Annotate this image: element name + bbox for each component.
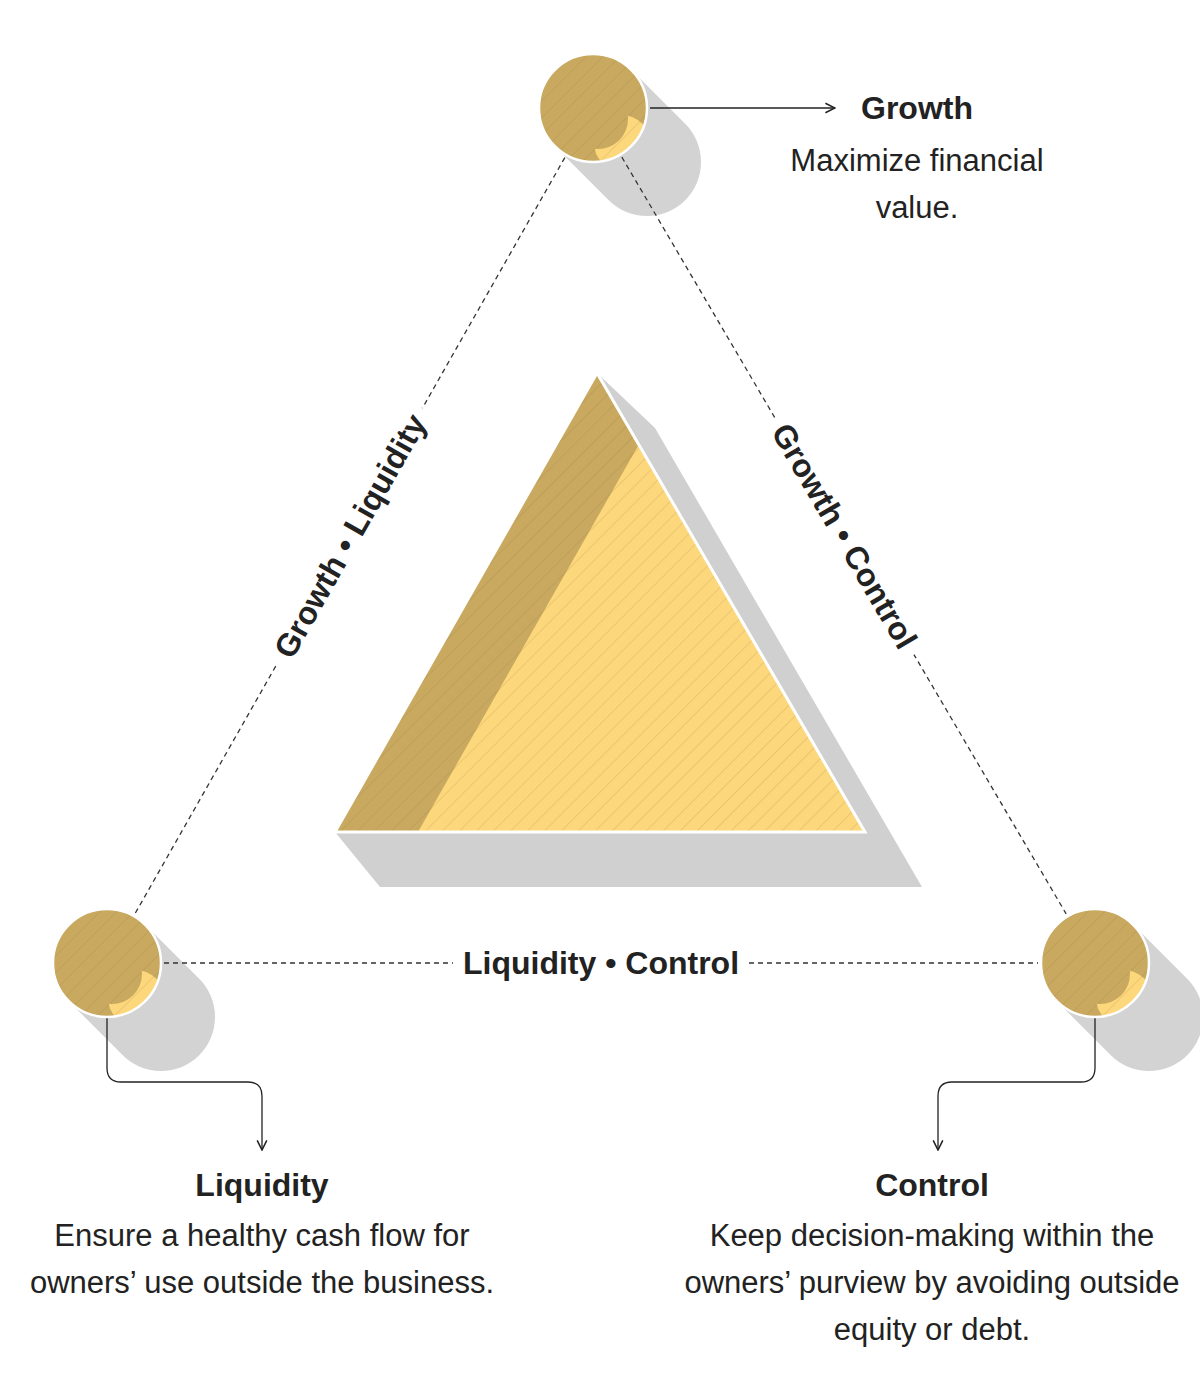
node-heading: Control [782, 1165, 1082, 1205]
leader-arrows [107, 108, 1095, 1150]
circle-shadows [111, 112, 1149, 1017]
node-heading: Liquidity [112, 1165, 412, 1205]
node-description: Keep decision-making within the owners’ … [677, 1212, 1187, 1353]
circle-node: ControlKeep decision-making within the o… [1040, 908, 1150, 1018]
node-description: Ensure a healthy cash flow for owners’ u… [27, 1212, 497, 1306]
edge-label: Liquidity • Control [453, 943, 749, 983]
edge-label: Growth • Control [757, 407, 931, 664]
dashed-connector [135, 158, 565, 914]
circle-shape [1040, 908, 1150, 1018]
circle-node: LiquidityEnsure a healthy cash flow for … [52, 908, 162, 1018]
dashed-connector [622, 157, 1066, 914]
pyramid-illustration [335, 373, 922, 887]
node-description: Maximize financial value. [782, 137, 1052, 231]
circle-shape [538, 53, 648, 163]
circle-node: GrowthMaximize financial value. [538, 53, 648, 163]
circle-shape [52, 908, 162, 1018]
node-heading: Growth [767, 88, 1067, 128]
edge-label: Growth • Liquidity [260, 398, 440, 674]
